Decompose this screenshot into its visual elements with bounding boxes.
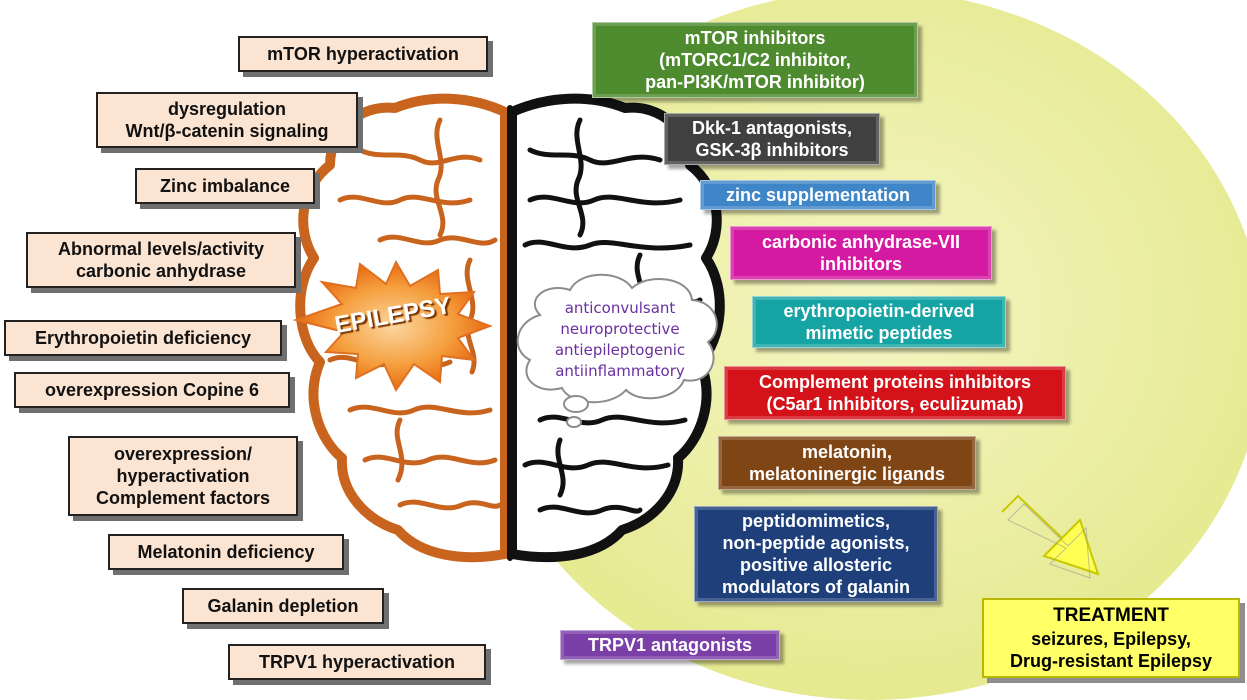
treatment-box-dkk1-gsk3b: Dkk-1 antagonists, GSK-3β inhibitors [664, 113, 880, 165]
cause-box-melatonin-deficiency: Melatonin deficiency [108, 534, 344, 570]
treatment-box-carbonic-anhydrase-inhibitors: carbonic anhydrase-VII inhibitors [730, 226, 992, 280]
treatment-arrow [1001, 494, 1100, 579]
cause-box-trpv1-hyperactivation: TRPV1 hyperactivation [228, 644, 486, 680]
treatment-box-trpv1-antagonists: TRPV1 antagonists [560, 630, 780, 660]
treatment-box-erythropoietin-peptides: erythropoietin-derived mimetic peptides [752, 296, 1006, 348]
cause-box-wnt-dysregulation: dysregulation Wnt/β-catenin signaling [96, 92, 358, 148]
cause-box-zinc-imbalance: Zinc imbalance [135, 168, 315, 204]
cause-box-mtor-hyperactivation: mTOR hyperactivation [238, 36, 488, 72]
cause-box-galanin-depletion: Galanin depletion [182, 588, 384, 624]
treatment-subtitle: seizures, Epilepsy, Drug-resistant Epile… [1009, 629, 1213, 671]
treatment-box-zinc-supplementation: zinc supplementation [700, 180, 936, 210]
cause-box-carbonic-anhydrase: Abnormal levels/activity carbonic anhydr… [26, 232, 296, 288]
epilepsy-burst [292, 259, 493, 393]
treatment-box-mtor-inhibitors: mTOR inhibitors (mTORC1/C2 inhibitor, pa… [592, 22, 918, 98]
treatment-summary-box: TREATMENT seizures, Epilepsy, Drug-resis… [982, 598, 1240, 678]
cloud-effects-text: anticonvulsant neuroprotective antiepile… [554, 299, 686, 380]
cause-box-erythropoietin-deficiency: Erythropoietin deficiency [4, 320, 282, 356]
treatment-title: TREATMENT [1053, 605, 1169, 626]
cause-box-copine6: overexpression Copine 6 [14, 372, 290, 408]
treatment-box-complement-inhibitors: Complement proteins inhibitors (C5ar1 in… [724, 366, 1066, 420]
cause-box-complement-factors: overexpression/ hyperactivation Compleme… [68, 436, 298, 516]
treatment-box-melatonin-ligands: melatonin, melatoninergic ligands [718, 436, 976, 490]
treatment-box-galanin-modulators: peptidomimetics, non-peptide agonists, p… [694, 506, 938, 602]
thought-cloud [516, 273, 718, 428]
